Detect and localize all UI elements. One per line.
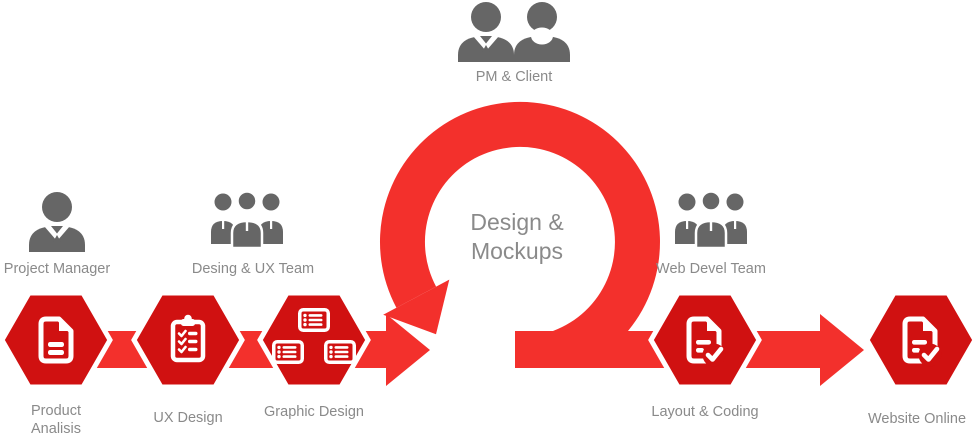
loop-title: Design & Mockups	[470, 208, 563, 266]
web-devel-team-icon	[673, 190, 749, 250]
stage-hexagon-ux-design	[131, 290, 245, 390]
arrow-right-icon	[386, 314, 430, 386]
hexagon-shape	[0, 290, 113, 390]
stage-label-layout-coding: Layout & Coding	[651, 404, 759, 420]
web-devel-team-label: Web Devel Team	[656, 261, 766, 277]
design-ux-team-label: Desing & UX Team	[191, 261, 315, 277]
pm-person-icon	[458, 2, 514, 62]
stage-hexagon-website-online	[864, 290, 978, 390]
loop-title-line1: Design &	[470, 209, 564, 235]
stage-label-website-online: Website Online	[867, 411, 967, 427]
arrow-right-icon	[820, 314, 864, 386]
pm-client-label: PM & Client	[475, 69, 553, 85]
stage-hexagon-layout-coding	[648, 290, 762, 390]
stage-hexagon-product-analisis	[0, 290, 113, 390]
loop-arrowhead-icon	[383, 279, 450, 335]
project-manager-person-icon	[29, 192, 85, 252]
stage-label-product-analisis: Product Analisis	[31, 403, 81, 437]
client-person-icon	[514, 2, 570, 62]
stage-hexagon-graphic-design	[257, 290, 371, 390]
design-ux-team-icon	[209, 190, 285, 250]
project-manager-label: Project Manager	[3, 261, 111, 277]
hexagon-shape	[257, 290, 371, 390]
hexagon-shape	[131, 290, 245, 390]
stage-label-graphic-design: Graphic Design	[264, 404, 364, 420]
loop-title-line2: Mockups	[470, 238, 564, 264]
iteration-loop-arrow	[379, 101, 660, 331]
stage-label-ux-design: UX Design	[153, 410, 223, 426]
